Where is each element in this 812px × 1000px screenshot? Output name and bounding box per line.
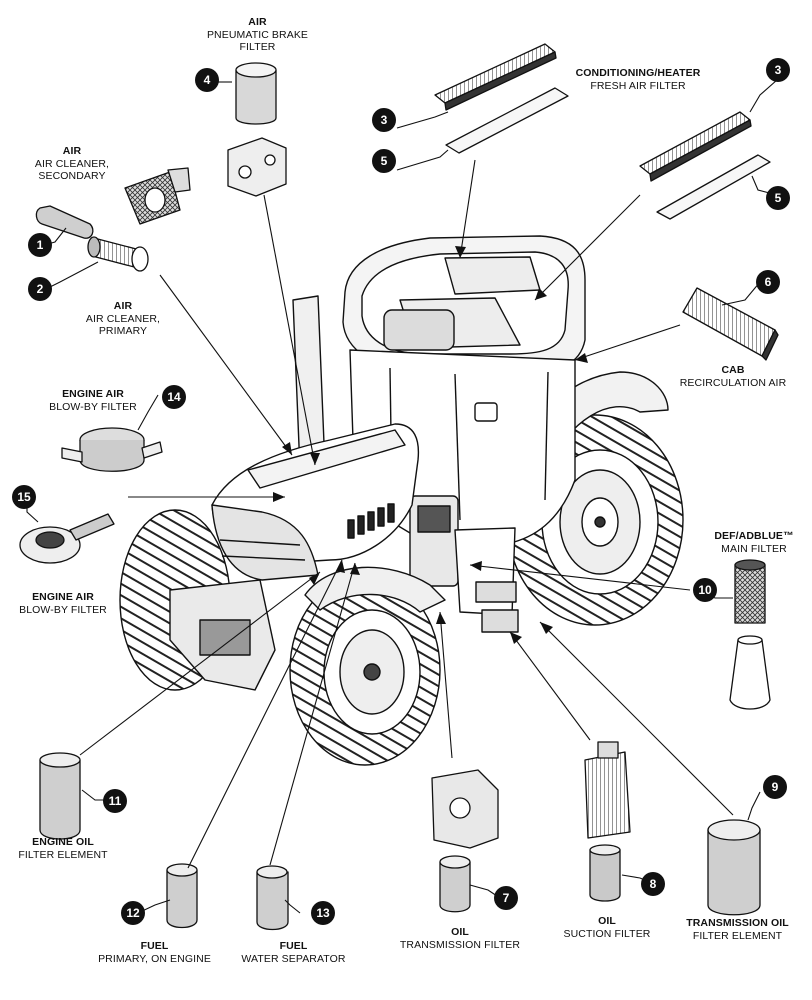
label-engine-air-blowby-15: ENGINE AIR BLOW-BY FILTER — [8, 591, 118, 616]
air-cleaner-housing-part — [124, 167, 191, 225]
label-title: DEF/ADBLUE™ — [714, 530, 794, 542]
label-sub: AIR CLEANER, SECONDARY — [34, 157, 110, 183]
badge-13: 13 — [311, 901, 335, 925]
label-sub: TRANSMISSION FILTER — [399, 938, 521, 951]
label-title: OIL — [451, 926, 469, 938]
label-sub: SUCTION FILTER — [563, 927, 651, 940]
blow-by-filter-part-14 — [61, 427, 163, 472]
label-sub: FILTER ELEMENT — [18, 848, 108, 861]
leader-lines — [26, 79, 778, 914]
label-sub: PRIMARY, ON ENGINE — [98, 952, 211, 965]
badge-14: 14 — [162, 385, 186, 409]
label-oil-suction: OIL SUCTION FILTER — [552, 915, 662, 940]
label-title: CAB — [721, 364, 745, 376]
label-cab-recirculation: CAB RECIRCULATION AIR — [668, 364, 798, 389]
badge-15: 15 — [12, 485, 36, 509]
badge-12: 12 — [121, 901, 145, 925]
label-air-cleaner-primary: AIR AIR CLEANER, PRIMARY — [78, 300, 168, 338]
label-title: AIR — [248, 16, 267, 28]
suction-filter-part — [584, 741, 631, 902]
badge-9: 9 — [763, 775, 787, 799]
label-transmission-oil-element: TRANSMISSION OIL FILTER ELEMENT — [670, 917, 805, 942]
label-title: CONDITIONING/HEATER — [575, 67, 701, 79]
fuel-water-filter-part — [256, 865, 289, 931]
label-sub: RECIRCULATION AIR — [679, 376, 787, 389]
filter-parts — [19, 43, 779, 931]
pre-filter-part-right — [656, 154, 771, 220]
badge-6: 6 — [756, 270, 780, 294]
transmission-filter-part — [431, 769, 499, 913]
tractor-illustration — [119, 235, 684, 766]
badge-1: 1 — [28, 233, 52, 257]
fuel-primary-filter-part — [166, 863, 198, 929]
badge-2: 2 — [28, 277, 52, 301]
badge-5-top: 5 — [372, 149, 396, 173]
label-title: ENGINE AIR — [62, 388, 124, 400]
badge-5-right: 5 — [766, 186, 790, 210]
label-fuel-primary: FUEL PRIMARY, ON ENGINE — [92, 940, 217, 965]
label-sub: FILTER ELEMENT — [692, 929, 783, 942]
label-sub: MAIN FILTER — [721, 542, 787, 555]
label-sub: AIR CLEANER, PRIMARY — [85, 312, 161, 338]
badge-4: 4 — [195, 68, 219, 92]
front-fender — [304, 566, 446, 613]
label-def-adblue: DEF/ADBLUE™ MAIN FILTER — [700, 530, 808, 555]
engine-oil-filter-part — [39, 752, 81, 840]
transmission-oil-element-part — [707, 819, 761, 916]
label-title: ENGINE OIL — [32, 836, 94, 848]
primary-air-cleaner-part — [87, 236, 149, 272]
label-sub: PNEUMATIC BRAKE FILTER — [206, 28, 309, 54]
recirculation-filter-part — [682, 287, 779, 361]
label-sub: WATER SEPARATOR — [241, 952, 346, 965]
pre-filter-part-top — [445, 87, 569, 154]
badge-3-top: 3 — [372, 108, 396, 132]
label-title: TRANSMISSION OIL — [686, 917, 789, 929]
pneumatic-brake-filter-part — [227, 62, 287, 197]
blow-by-filter-part-15 — [19, 513, 115, 564]
fresh-air-filter-part-top — [434, 43, 557, 111]
label-title: ENGINE AIR — [32, 591, 94, 603]
badge-3-right: 3 — [766, 58, 790, 82]
badge-10: 10 — [693, 578, 717, 602]
front-right-wheel — [289, 574, 441, 766]
label-title: OIL — [598, 915, 616, 927]
leader-arrowheads — [273, 246, 588, 644]
label-sub: BLOW-BY FILTER — [19, 603, 107, 616]
label-air-pneumatic-brake: AIR PNEUMATIC BRAKE FILTER — [190, 16, 325, 54]
def-main-filter-part — [729, 559, 771, 710]
fresh-air-filter-part-right — [639, 111, 752, 182]
label-air-cleaner-secondary: AIR AIR CLEANER, SECONDARY — [22, 145, 122, 183]
label-engine-oil-filter: ENGINE OIL FILTER ELEMENT — [8, 836, 118, 861]
secondary-air-cleaner-part — [35, 205, 94, 239]
label-conditioning-heater: CONDITIONING/HEATER FRESH AIR FILTER — [548, 67, 728, 92]
label-sub: FRESH AIR FILTER — [590, 79, 686, 92]
label-title: AIR — [113, 300, 133, 312]
label-fuel-water-separator: FUEL WATER SEPARATOR — [236, 940, 351, 965]
label-title: FUEL — [279, 940, 308, 952]
hood-side-grille — [347, 503, 395, 539]
label-title: FUEL — [140, 940, 169, 952]
badge-7: 7 — [494, 886, 518, 910]
badge-11: 11 — [103, 789, 127, 813]
label-engine-air-blowby-14: ENGINE AIR BLOW-BY FILTER — [38, 388, 148, 413]
label-title: AIR — [62, 145, 82, 157]
badge-8: 8 — [641, 872, 665, 896]
label-sub: BLOW-BY FILTER — [49, 400, 137, 413]
label-oil-transmission: OIL TRANSMISSION FILTER — [395, 926, 525, 951]
